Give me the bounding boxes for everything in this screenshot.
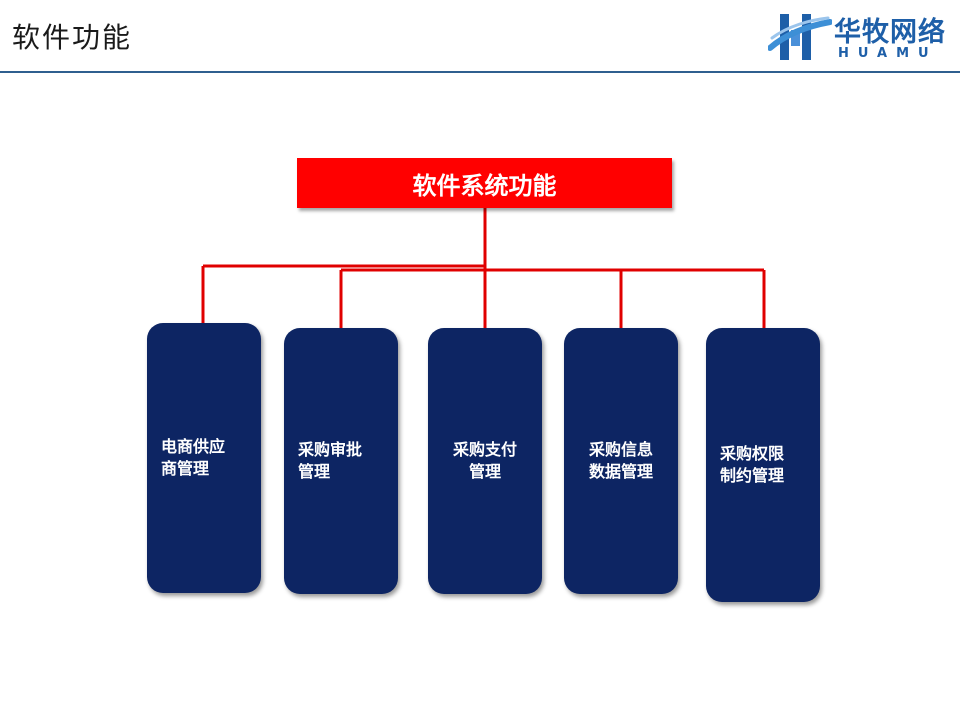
header-divider: [0, 71, 960, 73]
node-label: 采购支付 管理: [452, 440, 517, 481]
node-data-management: 采购信息 数据管理: [564, 328, 678, 594]
node-approval-management: 采购审批 管理: [284, 328, 398, 594]
node-permission-management: 采购权限 制约管理: [706, 328, 820, 602]
node-supplier-management: 电商供应 商管理: [147, 323, 261, 593]
logo-subtitle: HUAMU: [838, 46, 938, 61]
root-node: 软件系统功能: [297, 158, 672, 208]
node-label: 采购信息 数据管理: [588, 440, 653, 481]
brand-logo: 华牧网络 HUAMU: [768, 8, 954, 66]
logo-mark-icon: [768, 14, 832, 60]
node-label: 采购审批 管理: [298, 440, 363, 481]
node-payment-management: 采购支付 管理: [428, 328, 542, 594]
node-label: 采购权限 制约管理: [720, 444, 785, 485]
node-label: 电商供应 商管理: [161, 437, 226, 478]
logo-name: 华牧网络: [834, 17, 946, 48]
page-title: 软件功能: [12, 21, 133, 54]
